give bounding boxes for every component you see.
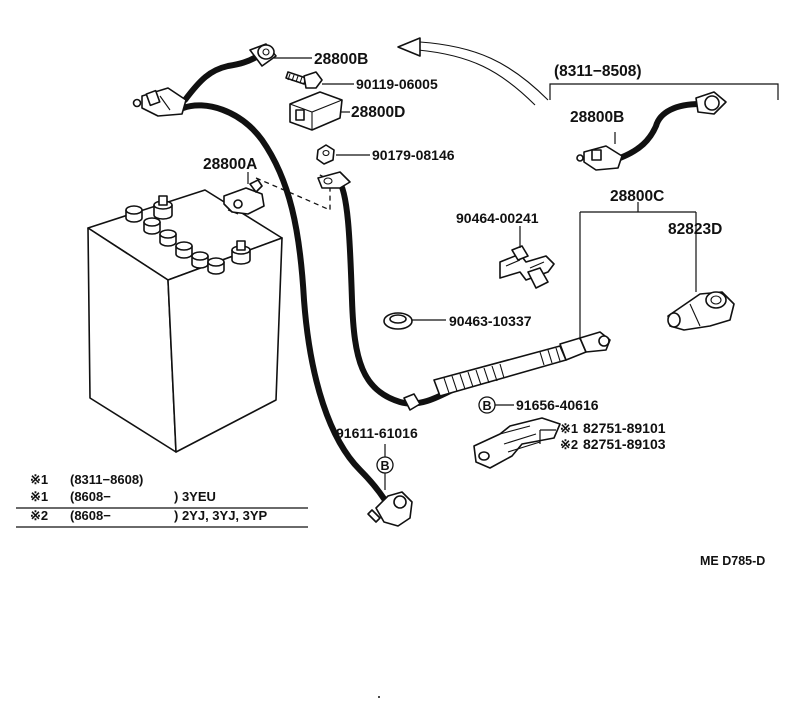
label-28800a: 28800A: [203, 156, 257, 173]
label-90179-08146: 90179-08146: [372, 147, 455, 163]
plate-82751: [473, 417, 561, 469]
mark-2: ※2: [560, 437, 578, 452]
terminal-eyelet-top: [249, 43, 277, 67]
label-91656-40616: 91656-40616: [516, 397, 599, 413]
note-3-range: (8608−: [70, 508, 111, 523]
leader-lines: [247, 57, 697, 444]
battery-terminal-posts: [153, 195, 251, 265]
cable-clip: [403, 393, 421, 411]
grommet-90463: [383, 312, 413, 330]
bolt-90119: [285, 71, 323, 89]
note-3-suffix: ) 2YJ, 3YJ, 3YP: [174, 508, 268, 523]
svg-text:B: B: [380, 459, 389, 473]
label-28800c: 28800C: [610, 188, 664, 205]
nut-90179: [316, 144, 335, 165]
battery: [87, 189, 283, 453]
mark-1: ※1: [560, 421, 578, 436]
label-91611-61016: 91611-61016: [336, 425, 418, 441]
diagram-reference-code: ME D785-D: [700, 554, 765, 568]
label-28800d: 28800D: [351, 104, 405, 121]
note-1-mark: ※1: [30, 472, 48, 487]
label-28800b-inset: 28800B: [570, 109, 624, 126]
label-90119-06005: 90119-06005: [356, 76, 438, 92]
block-28800d: [289, 91, 343, 131]
note-1-range: (8311−8608): [70, 472, 143, 487]
label-82751-89103: 82751-89103: [583, 436, 666, 452]
negative-cable-assembly: [132, 43, 413, 527]
clamp-28800a: [223, 179, 265, 215]
applicability-notes: ※1 (8311−8608) ※1 (8608− ) 3YEU ※2 (8608…: [16, 472, 308, 528]
bracket-90464: [499, 245, 555, 289]
bolt-marker-b-right: B: [478, 396, 496, 414]
label-28800b-top: 28800B: [314, 51, 368, 68]
cable-top-eyelet: [317, 171, 351, 189]
svg-text:B: B: [482, 399, 491, 413]
note-2-range: (8608−: [70, 489, 111, 504]
stray-dot: [378, 696, 380, 698]
dashed-attachment-line: [255, 173, 331, 211]
inset-range-label: (8311−8508): [554, 63, 641, 80]
note-3-mark: ※2: [30, 508, 48, 523]
label-82751-89101: 82751-89101: [583, 420, 666, 436]
label-90464-00241: 90464-00241: [456, 210, 539, 226]
terminal-82823d: [667, 291, 735, 331]
battery-clamp-terminal-top: [132, 87, 187, 117]
label-90463-10337: 90463-10337: [449, 313, 532, 329]
inset-variant: (8311−8508): [549, 63, 779, 171]
variant-arrow: [397, 37, 549, 106]
corrugated-sleeve: [433, 345, 567, 397]
battery-cell-caps: [125, 205, 225, 275]
ground-terminal-bottom: [367, 491, 413, 527]
note-2-mark: ※1: [30, 489, 48, 504]
label-82823d: 82823D: [668, 221, 722, 238]
note-2-suffix: ) 3YEU: [174, 489, 216, 504]
bolt-marker-b-left: B: [376, 456, 394, 474]
positive-cable-assembly: [317, 171, 611, 411]
